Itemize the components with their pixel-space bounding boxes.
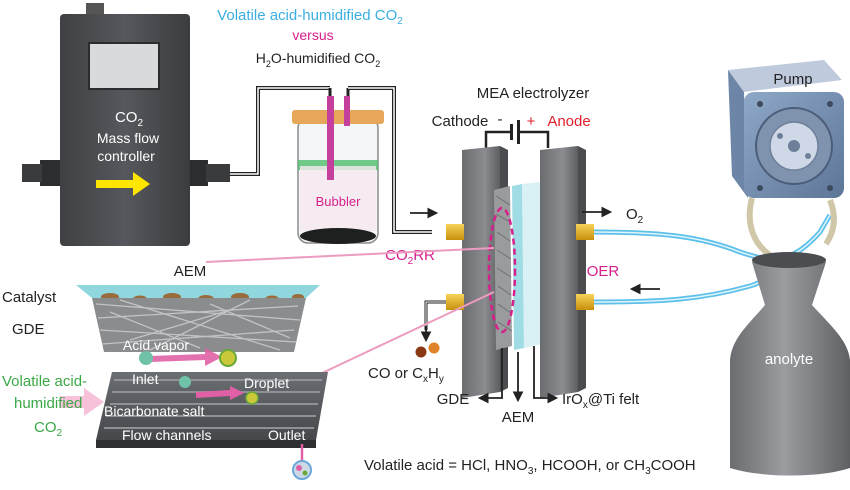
inset-flow-field-plate: [96, 372, 328, 440]
zoom-line-upper: [205, 247, 495, 263]
pump-top: [728, 60, 842, 92]
inset-gde-fibers: [95, 299, 301, 351]
inset-gde-label: GDE: [12, 321, 45, 338]
acid-vapor-droplet: [219, 349, 237, 367]
pump-tube-right: [823, 198, 837, 246]
peristaltic-pump: Pump: [728, 60, 844, 198]
products-label: CO or CxHy: [368, 365, 444, 385]
co2rr-label: CO2RR: [385, 247, 435, 267]
title-volatile-line: Volatile acid-humidified CO2: [217, 7, 403, 27]
inset-aem-label: AEM: [174, 263, 207, 280]
title-h2o-line: H2O-humidified CO2: [256, 50, 380, 69]
cathode-label: Cathode: [432, 113, 489, 130]
anode-outlet-fitting: [576, 224, 594, 240]
mfc-left-fitting: [40, 160, 60, 186]
ti-felt-pointer: [533, 346, 559, 404]
inset-droplet-arrow: [196, 386, 244, 400]
gde-layer: [494, 186, 512, 350]
anolyte-label: anolyte: [765, 351, 813, 368]
oer-label: OER: [587, 263, 620, 280]
cathode-wire: [484, 130, 512, 148]
plus-sign: +: [527, 113, 536, 130]
o2-label: O2: [626, 206, 644, 226]
product-molecule-1: [415, 346, 427, 358]
gde-label: GDE: [437, 391, 470, 408]
minus-sign: -: [498, 111, 503, 128]
mfc-label-line2: Mass flow: [97, 130, 160, 146]
bubbler-inlet-tube: [327, 96, 334, 180]
acid-vapor-label: Acid vapor: [123, 337, 189, 353]
title-versus: versus: [292, 27, 333, 43]
bubbler-cap: [292, 110, 384, 124]
mass-flow-controller: CO2 Mass flow controller: [22, 3, 230, 246]
mfc-right-nut: [206, 164, 230, 182]
pump-tube-left: [746, 197, 772, 258]
gde-inset: AEM Catalyst GDE Acid vapor: [2, 263, 328, 480]
anode-label: Anode: [547, 113, 590, 130]
product-molecule-2: [428, 342, 440, 354]
aem-label: AEM: [502, 409, 535, 426]
inset-aem-slab: [76, 285, 320, 298]
zoom-line-lower: [319, 291, 495, 375]
cathode-inlet-fitting: [446, 224, 464, 240]
volatile-label-line1: Volatile acid-: [2, 373, 87, 390]
volatile-label-line2: humidified: [14, 395, 82, 412]
cathode-outlet-fitting: [446, 294, 464, 310]
cathode-plate: [462, 146, 500, 398]
anode-plate: [540, 146, 578, 398]
acid-vapor-arrow: [150, 348, 222, 366]
inset-inlet-bubble: [179, 376, 191, 388]
mfc-display-screen: [88, 42, 160, 90]
inset-outlet-droplet: [292, 460, 312, 480]
battery-short-plate: [510, 124, 513, 140]
iro-label: IrOx@Ti felt: [562, 391, 640, 411]
mfc-label-line3: controller: [97, 148, 155, 164]
inset-outlet-label: Outlet: [268, 427, 305, 443]
anolyte-bottle: anolyte: [730, 252, 850, 476]
bubbler: Bubbler: [292, 86, 432, 244]
gde-pointer: [477, 348, 503, 404]
ti-felt-layer: [522, 182, 542, 348]
mfc-co2-label: CO2: [115, 109, 144, 129]
inset-gas-inflow-arrow: [60, 388, 104, 416]
battery-long-plate: [517, 120, 520, 144]
anode-wire: [518, 130, 550, 148]
mfc-right-fitting: [190, 160, 208, 186]
inset-droplet: [245, 391, 259, 405]
electrolyzer-title: MEA electrolyzer: [477, 85, 590, 102]
inset-catalyst-label: Catalyst: [2, 289, 57, 306]
mfc-top-connector: [86, 3, 104, 17]
anode-inlet-fitting: [576, 294, 594, 310]
bubbler-label: Bubbler: [316, 194, 361, 209]
inset-bicarbonate-label: Bicarbonate salt: [104, 403, 205, 419]
pump-label: Pump: [773, 71, 812, 88]
inset-flow-channels-label: Flow channels: [122, 427, 212, 443]
aem-membrane: [512, 184, 524, 350]
inset-droplet-label: Droplet: [244, 375, 289, 391]
catalyst-highlight-ellipse: [487, 206, 517, 334]
mfc-left-nut: [22, 164, 42, 182]
volatile-label-line3: CO2: [34, 419, 63, 439]
anolyte-bottle-body: [730, 253, 850, 476]
bubbler-liquid-surface: [298, 160, 378, 170]
anolyte-bottle-neck: [752, 252, 826, 268]
footer-volatile-acids: Volatile acid = HCl, HNO3, HCOOH, or CH3…: [364, 457, 696, 477]
bubbler-sediment: [300, 228, 376, 244]
mea-electrolyzer: MEA electrolyzer Cathode - + Anode: [368, 85, 660, 426]
mfc-flow-arrow: [96, 172, 150, 196]
anolyte-tube-lower: [593, 256, 770, 305]
inset-inlet-label: Inlet: [132, 371, 159, 387]
